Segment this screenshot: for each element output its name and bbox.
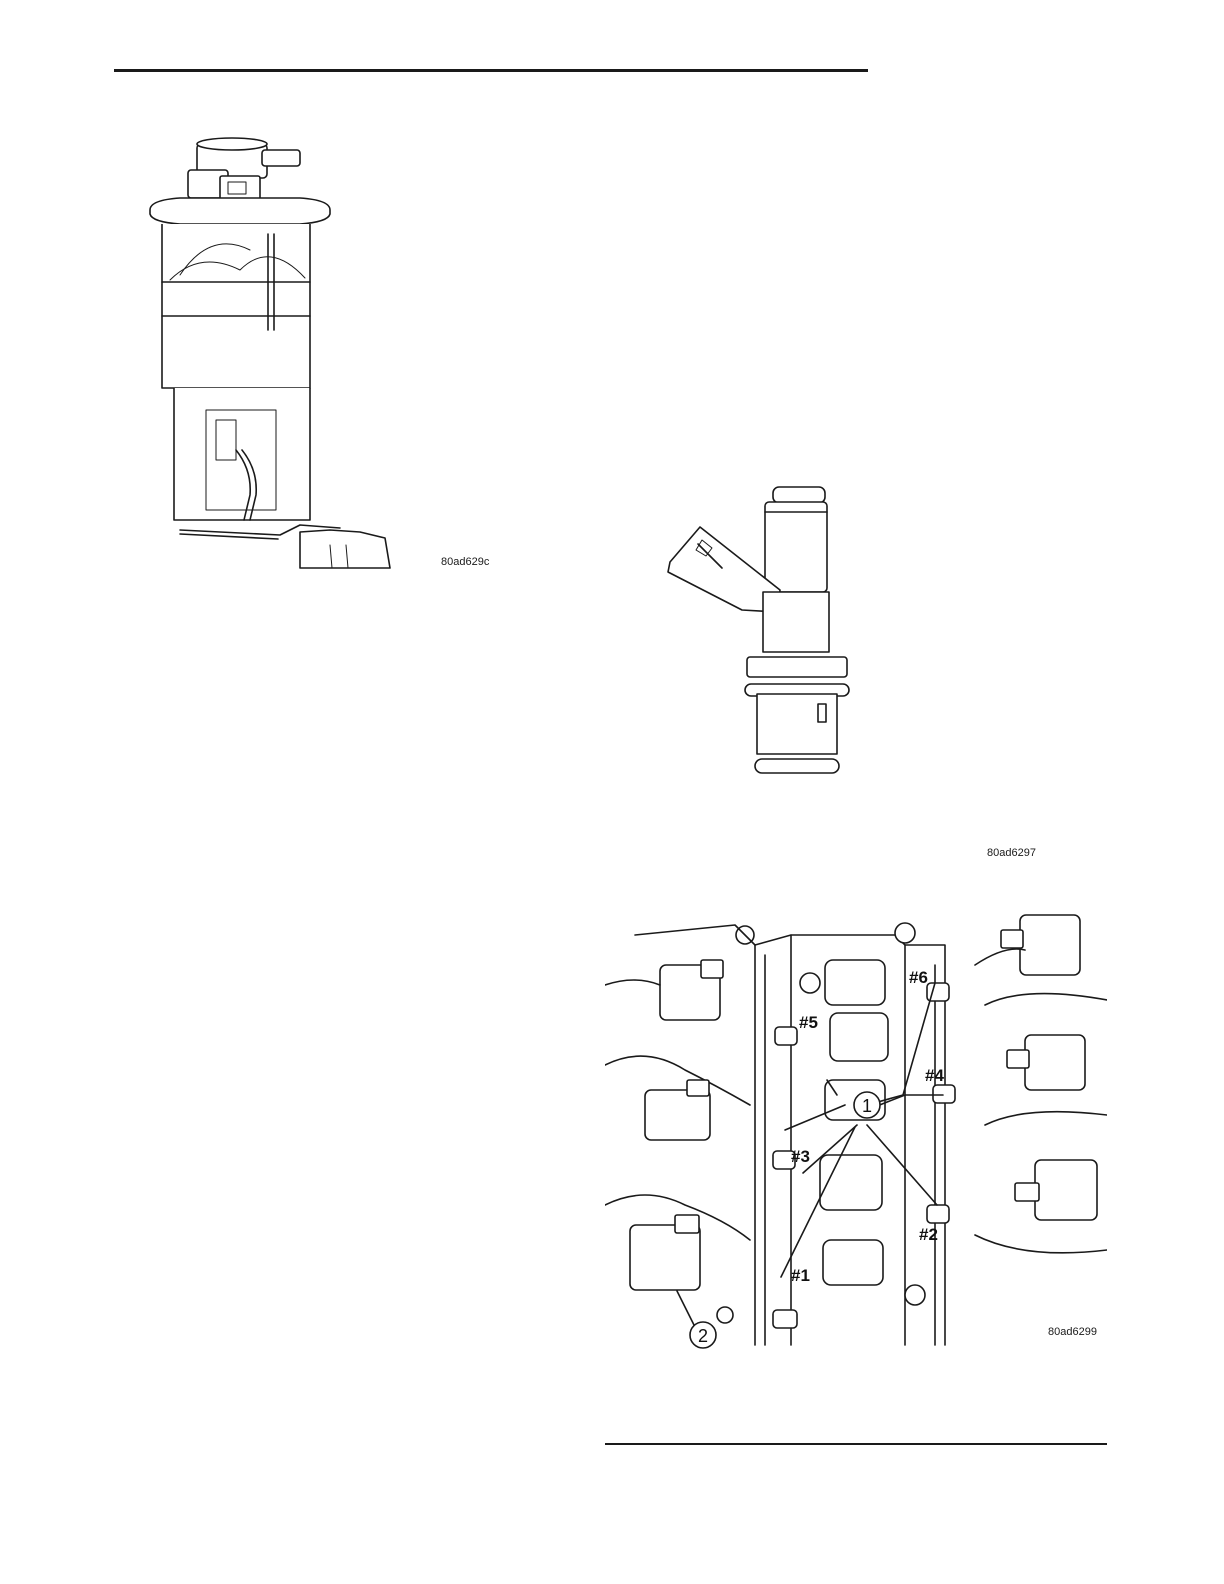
intake-manifold-injector-locations-icon: 1 2 #1 #2 #3 #4 #5 #6 <box>605 905 1107 1350</box>
injector-label-6: #6 <box>909 968 928 987</box>
figure-id-injector-locations: 80ad6299 <box>1048 1326 1097 1338</box>
callout-2: 2 <box>698 1326 708 1346</box>
fuel-injector-icon <box>660 482 860 782</box>
figure-id-fuel-injector: 80ad6297 <box>987 847 1036 859</box>
header-rule <box>114 69 868 72</box>
injector-label-5: #5 <box>799 1013 818 1032</box>
figure-id-fuel-pump-module: 80ad629c <box>441 556 489 568</box>
injector-label-4: #4 <box>925 1066 944 1085</box>
fuel-pump-module-icon <box>140 130 400 575</box>
injector-label-3: #3 <box>791 1147 810 1166</box>
footer-rule <box>605 1443 1107 1445</box>
fuel-pump-module-figure <box>140 130 400 575</box>
injector-label-2: #2 <box>919 1225 938 1244</box>
injector-locations-figure: 1 2 #1 #2 #3 #4 #5 #6 <box>605 905 1107 1350</box>
injector-label-1: #1 <box>791 1266 810 1285</box>
callout-1: 1 <box>862 1096 872 1116</box>
fuel-injector-figure <box>660 482 860 782</box>
